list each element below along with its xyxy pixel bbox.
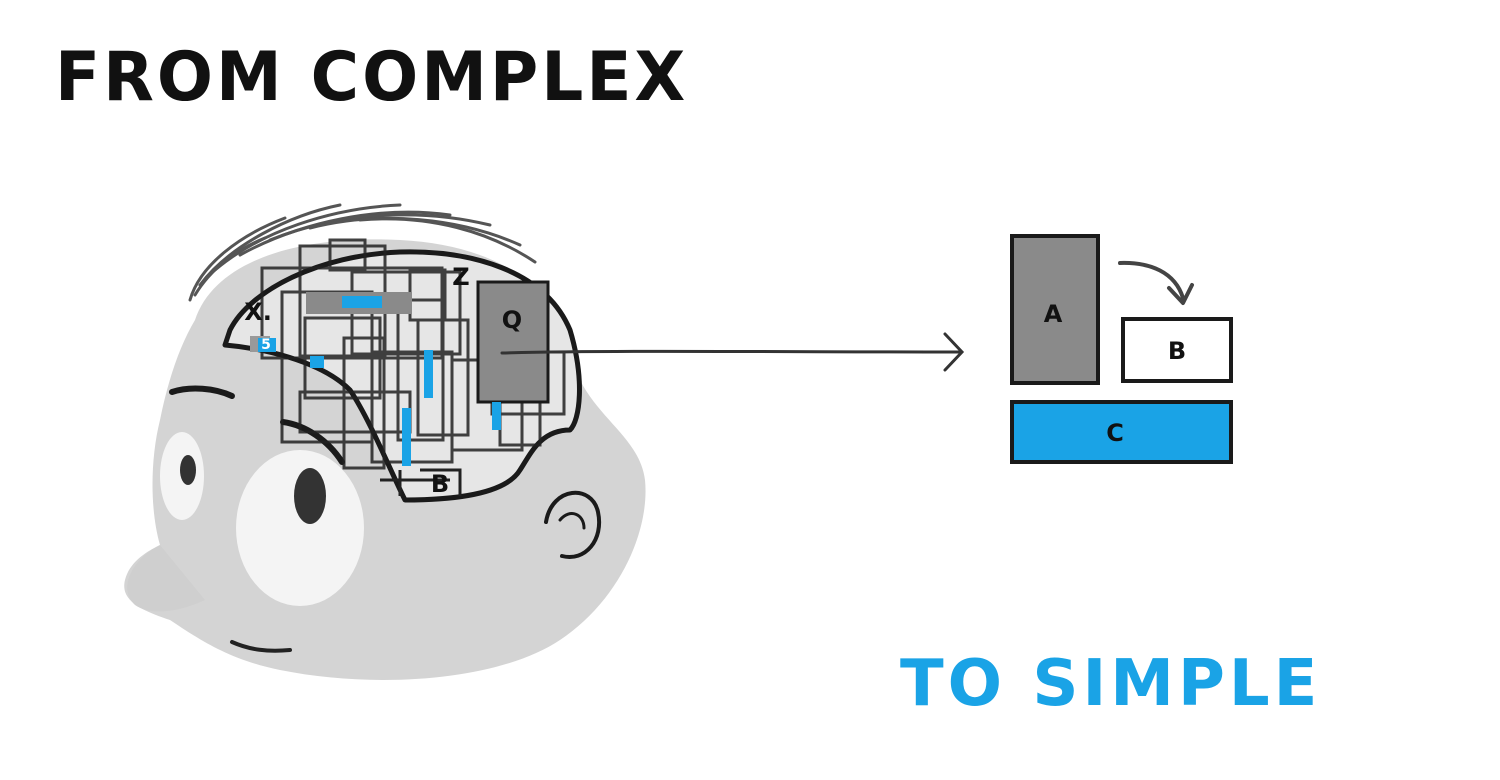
label-b-complex: B bbox=[431, 470, 449, 498]
block-b bbox=[1121, 317, 1233, 383]
label-x: X. bbox=[244, 298, 272, 326]
label-z: Z bbox=[452, 263, 469, 291]
simple-blocks: A B C bbox=[1010, 234, 1233, 464]
label-s: 5 bbox=[261, 337, 271, 353]
label-q: Q bbox=[502, 306, 522, 334]
title-from-complex: FROM COMPLEX bbox=[55, 37, 689, 117]
block-c bbox=[1010, 400, 1233, 464]
block-a bbox=[1010, 234, 1100, 385]
long-right-arrow-icon bbox=[500, 332, 965, 372]
block-a-label: A bbox=[1044, 300, 1063, 328]
block-b-label: B bbox=[1168, 337, 1186, 365]
title-to-simple: TO SIMPLE bbox=[900, 647, 1322, 721]
curved-arrow-icon bbox=[1118, 260, 1194, 305]
cartoon-head-icon: X. Z Q B 5 bbox=[124, 203, 646, 680]
block-c-label: C bbox=[1106, 419, 1124, 447]
